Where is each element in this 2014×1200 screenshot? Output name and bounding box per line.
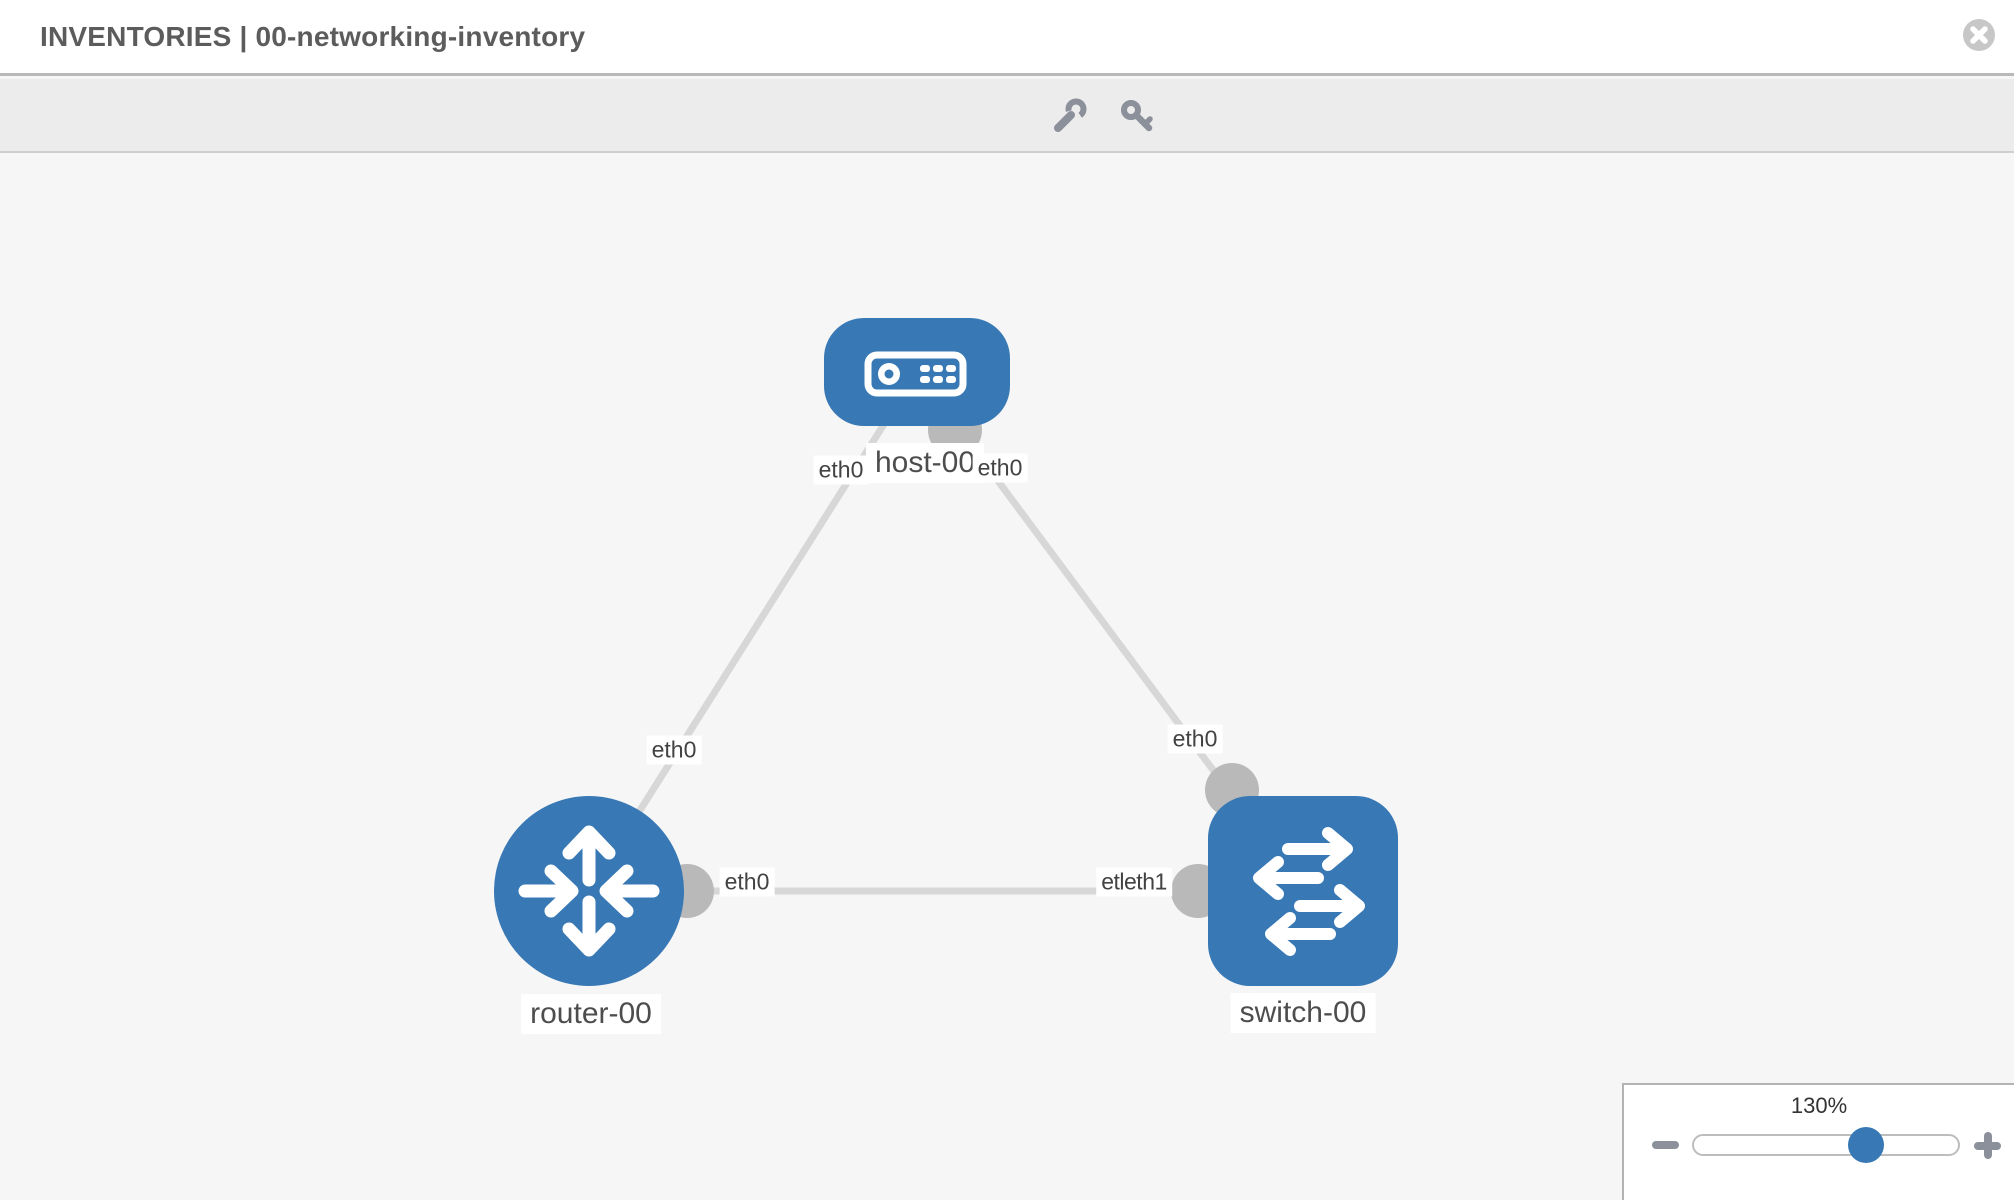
key-button[interactable] xyxy=(1118,97,1156,140)
wrench-button[interactable] xyxy=(1050,97,1088,140)
page-header: INVENTORIES | 00-networking-inventory xyxy=(0,0,2014,76)
interface-label-router-to-host: eth0 xyxy=(646,735,702,765)
zoom-level: 130% xyxy=(1790,1093,1848,1118)
node-host-00[interactable] xyxy=(824,318,1010,426)
router-icon xyxy=(518,825,660,957)
node-label-host: host-00 xyxy=(865,443,985,483)
node-label-switch: switch-00 xyxy=(1230,993,1376,1033)
interface-label-router-to-switch: eth0 xyxy=(719,867,775,897)
wrench-icon xyxy=(1054,98,1087,132)
zoom-panel: 130% xyxy=(1622,1083,2014,1200)
zoom-slider-thumb[interactable] xyxy=(1848,1127,1884,1163)
interface-label-switch-to-router: etleth1 xyxy=(1096,867,1172,897)
zoom-slider[interactable] xyxy=(1692,1127,1960,1163)
close-button[interactable] xyxy=(1963,19,1995,51)
zoom-in-icon[interactable] xyxy=(1974,1132,2001,1159)
zoom-out-icon[interactable] xyxy=(1652,1141,1679,1149)
switch-icon xyxy=(1253,827,1365,956)
interface-label-host-to-switch: eth0 xyxy=(972,453,1028,483)
close-icon xyxy=(1970,26,1988,44)
page-title: INVENTORIES | 00-networking-inventory xyxy=(40,20,586,52)
node-switch-00[interactable] xyxy=(1208,796,1398,986)
node-label-router: router-00 xyxy=(521,994,661,1034)
host-icon xyxy=(864,351,967,397)
node-router-00[interactable] xyxy=(494,796,684,986)
key-icon xyxy=(1121,100,1153,132)
toolbar xyxy=(0,79,2014,153)
interface-label-host-to-router: eth0 xyxy=(813,455,869,485)
interface-label-switch-to-host: eth0 xyxy=(1167,724,1223,754)
